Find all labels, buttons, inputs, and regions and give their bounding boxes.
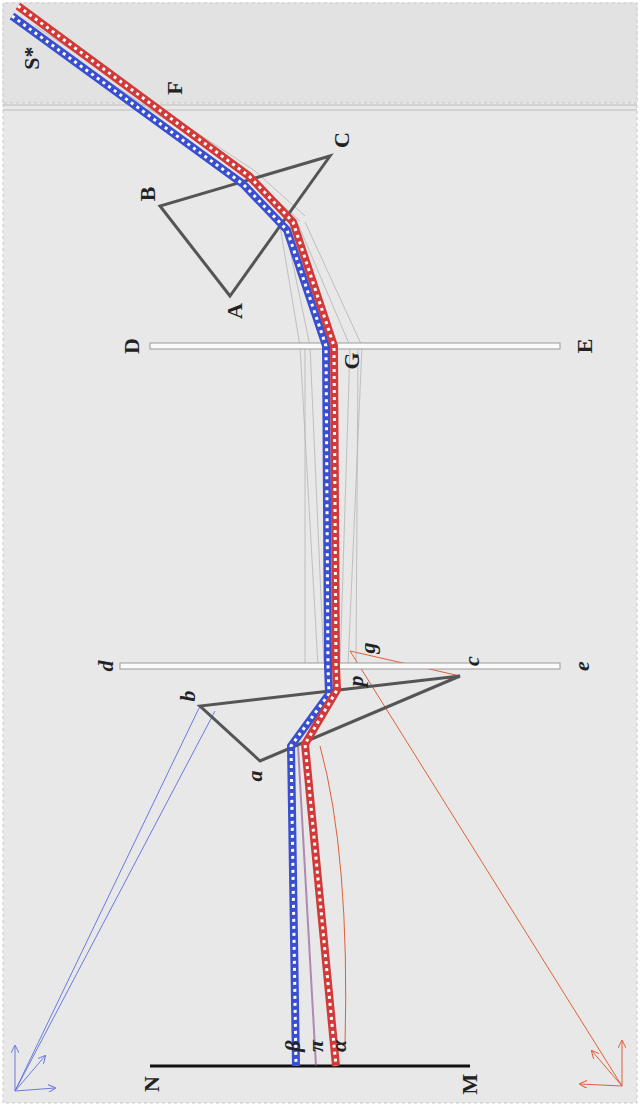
point-label: B bbox=[137, 187, 159, 202]
point-label: N bbox=[141, 1076, 163, 1092]
point-label: π bbox=[305, 1040, 327, 1052]
point-label: g bbox=[357, 643, 379, 654]
point-label: S* bbox=[21, 46, 43, 69]
point-label: G bbox=[341, 352, 363, 369]
point-label: c bbox=[461, 656, 483, 666]
point-label: D bbox=[121, 338, 143, 354]
point-label: e bbox=[571, 661, 593, 671]
point-label: F bbox=[164, 81, 186, 94]
point-label: β bbox=[282, 1040, 304, 1051]
point-label: M bbox=[459, 1074, 481, 1095]
point-label: C bbox=[331, 132, 353, 148]
point-label: α bbox=[328, 1040, 350, 1052]
point-label: p bbox=[345, 676, 367, 687]
point-label: d bbox=[95, 661, 117, 672]
point-label: b bbox=[177, 691, 199, 702]
point-label: E bbox=[574, 339, 596, 354]
point-label: a bbox=[244, 771, 266, 782]
point-label: A bbox=[224, 303, 246, 319]
